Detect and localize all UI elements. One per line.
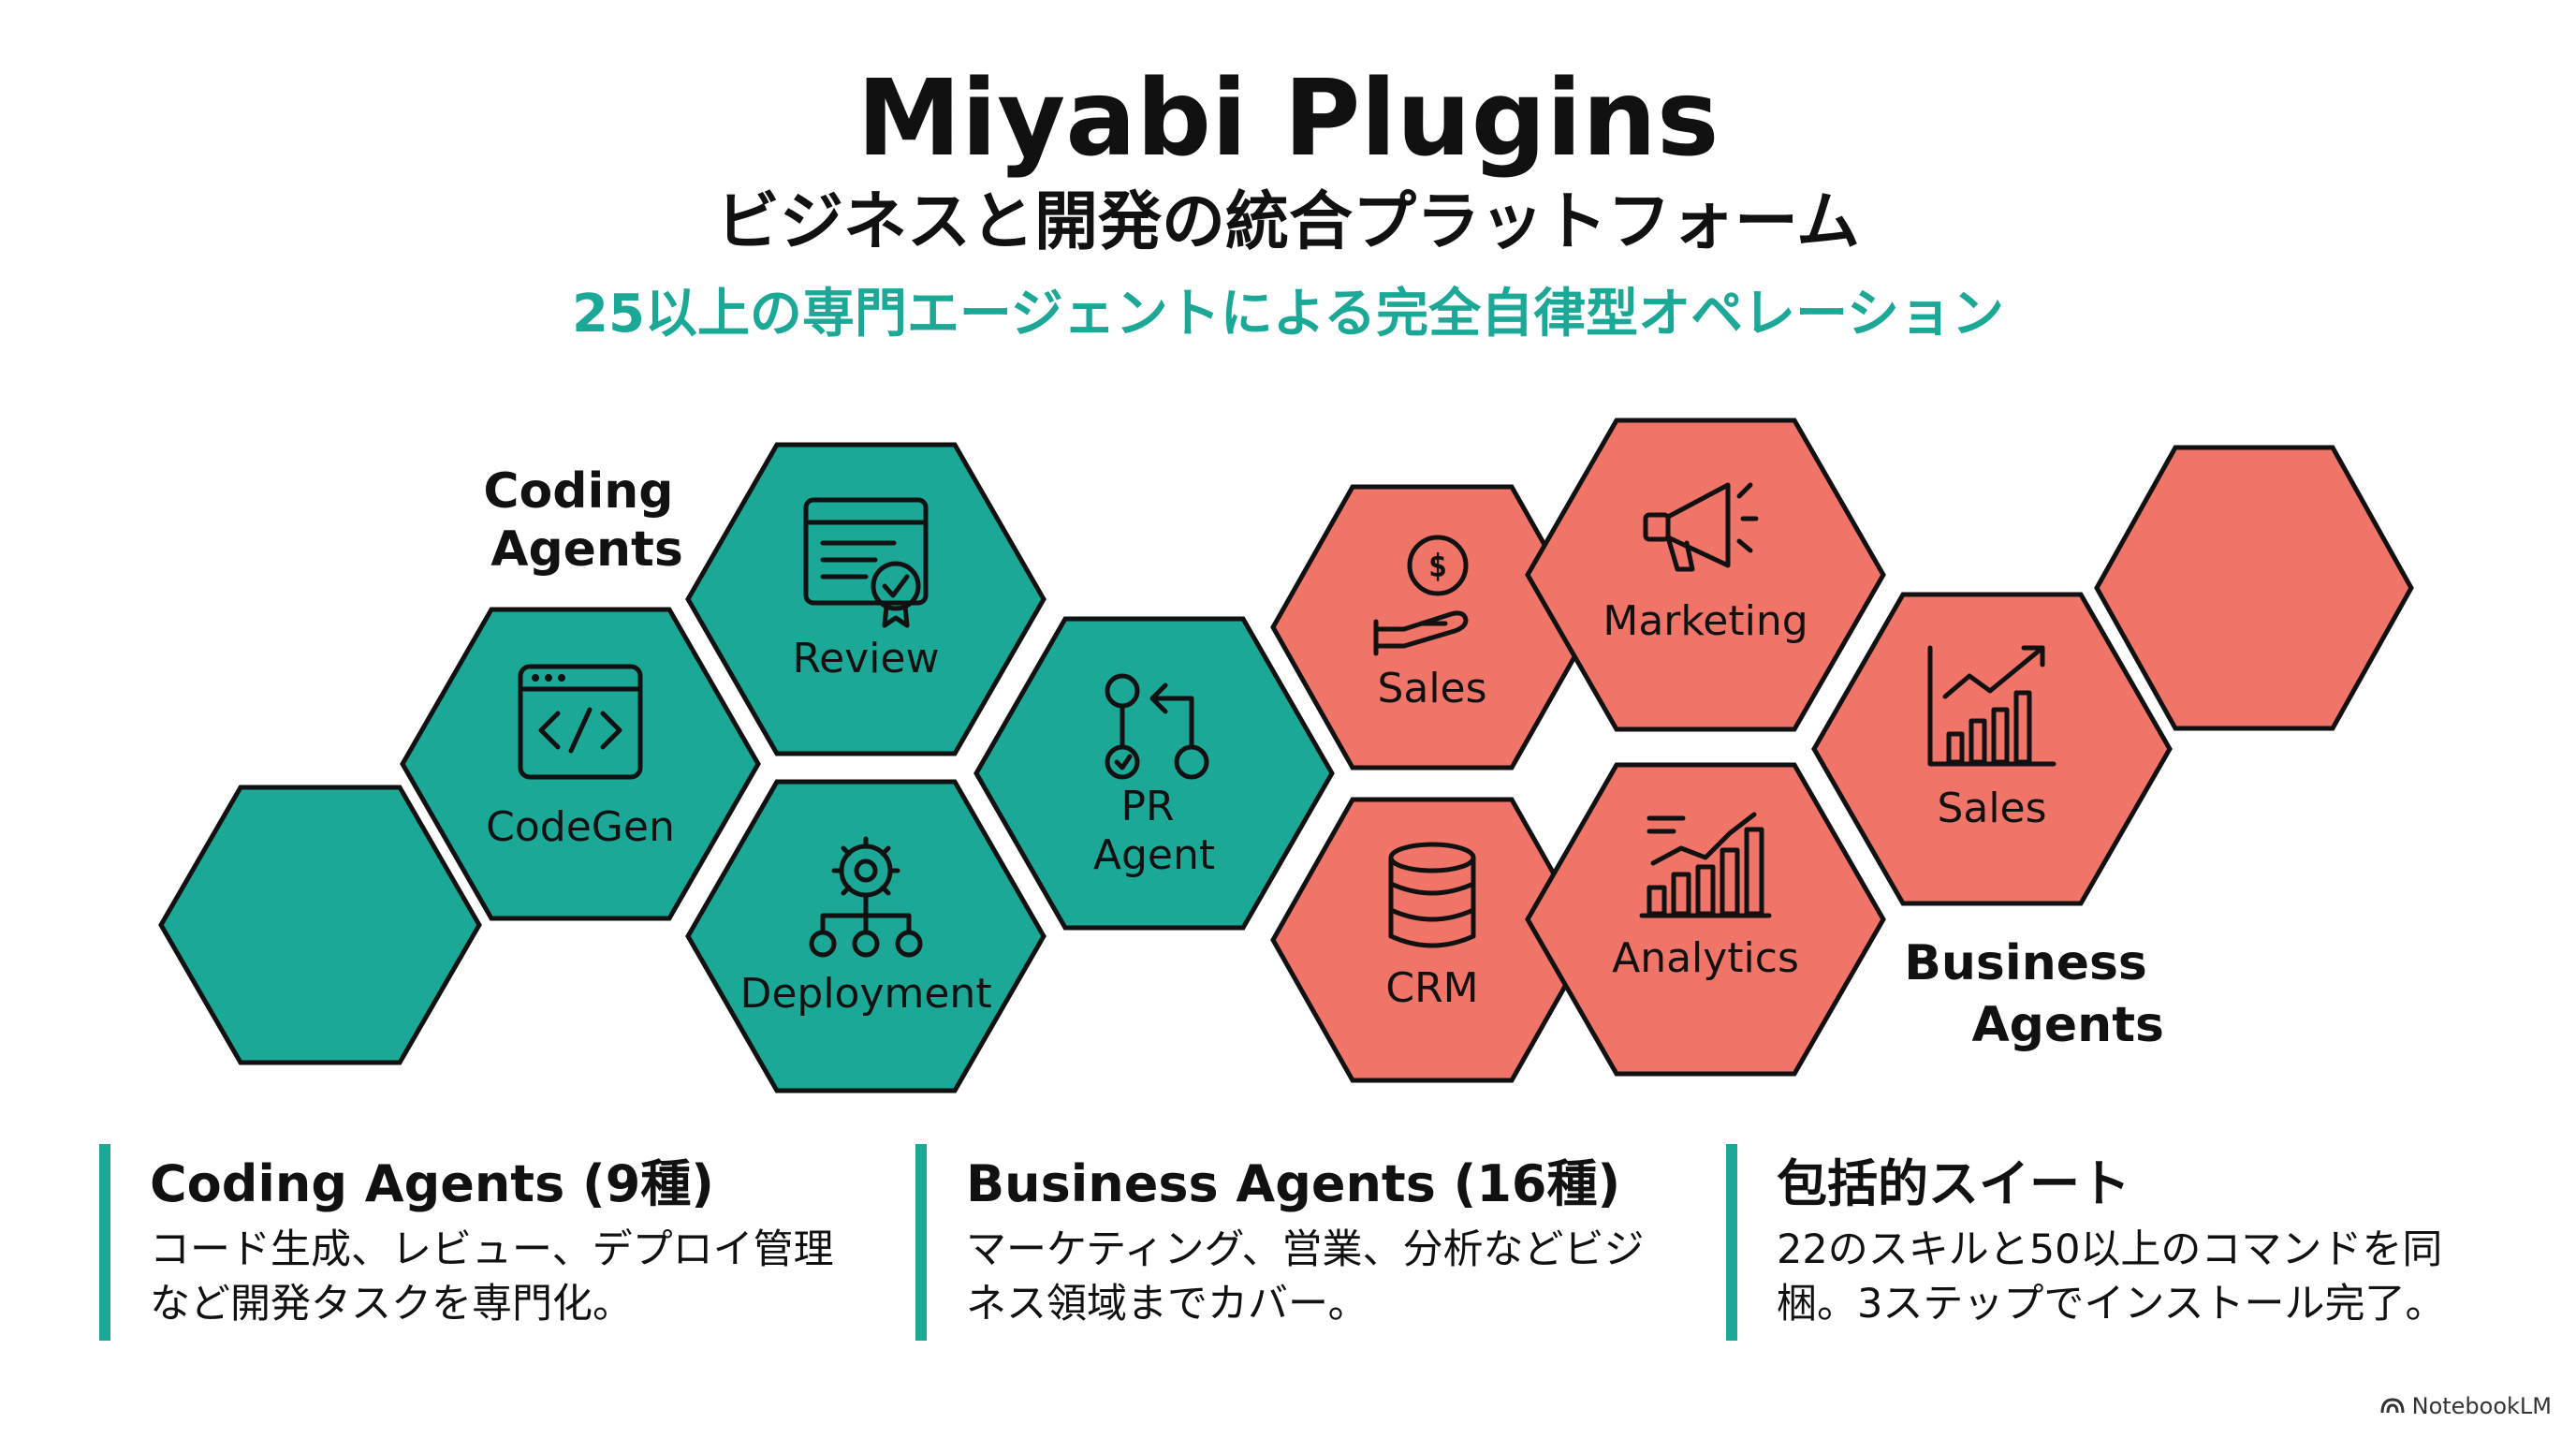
hex-label-codegen: CodeGen bbox=[486, 803, 675, 851]
coding-group-label-line2: Agents bbox=[490, 521, 683, 578]
hex-sales-2[interactable]: Sales bbox=[1811, 592, 2173, 906]
analytics-chart-icon bbox=[1639, 812, 1772, 918]
brand-name: NotebookLM bbox=[2411, 1393, 2552, 1419]
megaphone-icon bbox=[1643, 482, 1759, 572]
hex-label-analytics: Analytics bbox=[1612, 934, 1799, 982]
hex-label-sales-2: Sales bbox=[1937, 785, 2046, 832]
hex-label-marketing: Marketing bbox=[1603, 597, 1808, 645]
page-tagline: 25以上の専門エージェントによる完全自律型オペレーション bbox=[571, 284, 2004, 345]
hex-deployment[interactable]: Deployment bbox=[685, 779, 1046, 1093]
growth-chart-icon bbox=[1927, 645, 2056, 767]
hex-coding-blank[interactable] bbox=[158, 785, 482, 1065]
hex-label-review: Review bbox=[793, 635, 940, 682]
card-business-agents: Business Agents (16種) マーケティング、営業、分析などビジネ… bbox=[915, 1144, 1664, 1341]
hex-business-blank[interactable] bbox=[2094, 445, 2414, 731]
notebooklm-logo-icon bbox=[2380, 1398, 2405, 1414]
money-hand-icon: $ bbox=[1373, 535, 1469, 656]
hex-sales-1[interactable]: $ Sales bbox=[1270, 484, 1594, 770]
hex-label-pr-agent: PR Agent bbox=[1093, 783, 1215, 879]
hex-marketing[interactable]: Marketing bbox=[1525, 418, 1886, 732]
hex-label-deployment: Deployment bbox=[739, 970, 991, 1018]
card-desc-suite: 22のスキルと50以上のコマンドを同梱。3ステップでインストール完了。 bbox=[1777, 1226, 2446, 1328]
hex-crm[interactable]: CRM bbox=[1270, 797, 1594, 1083]
page-subtitle: ビジネスと開発の統合プラットフォーム bbox=[716, 185, 1860, 259]
card-coding-agents: Coding Agents (9種) コード生成、レビュー、デプロイ管理など開発… bbox=[99, 1144, 848, 1341]
business-group-label: Business Agents bbox=[1904, 935, 2164, 1053]
agent-hex-diagram: Coding Agents CodeGen bbox=[158, 418, 2414, 1093]
code-window-icon bbox=[518, 664, 643, 780]
coding-group-label-line1: Coding bbox=[483, 463, 673, 520]
hex-analytics[interactable]: Analytics bbox=[1525, 762, 1886, 1077]
git-pull-request-icon bbox=[1105, 673, 1209, 780]
coding-group-label: Coding Agents bbox=[483, 463, 690, 578]
review-document-icon bbox=[803, 497, 929, 628]
card-title-coding: Coding Agents (9種) bbox=[150, 1154, 714, 1213]
dollar-sign-icon: $ bbox=[1428, 548, 1447, 585]
card-desc-coding: コード生成、レビュー、デプロイ管理など開発タスクを専門化。 bbox=[150, 1226, 834, 1328]
card-title-business: Business Agents (16種) bbox=[966, 1154, 1621, 1213]
notebooklm-watermark: NotebookLM bbox=[2380, 1393, 2552, 1419]
card-desc-business: マーケティング、営業、分析などビジネス領域までカバー。 bbox=[966, 1226, 1645, 1328]
business-group-label-line2: Agents bbox=[1971, 997, 2164, 1053]
hex-label-sales-1: Sales bbox=[1377, 665, 1486, 712]
card-title-suite: 包括的スイート bbox=[1777, 1154, 2130, 1213]
business-group-label-line1: Business bbox=[1904, 935, 2147, 991]
hex-label-crm: CRM bbox=[1385, 964, 1478, 1012]
card-suite: 包括的スイート 22のスキルと50以上のコマンドを同梱。3ステップでインストール… bbox=[1726, 1144, 2475, 1341]
hex-label-pr-agent-line1: PR bbox=[1120, 783, 1174, 830]
page-title: Miyabi Plugins bbox=[856, 58, 1720, 180]
hex-review[interactable]: Review bbox=[685, 442, 1046, 756]
hex-codegen[interactable]: CodeGen bbox=[400, 607, 761, 921]
gear-network-icon bbox=[809, 836, 923, 958]
database-icon bbox=[1388, 842, 1476, 948]
hex-label-pr-agent-line2: Agent bbox=[1093, 831, 1215, 879]
hex-pr-agent[interactable]: PR Agent bbox=[973, 616, 1335, 931]
